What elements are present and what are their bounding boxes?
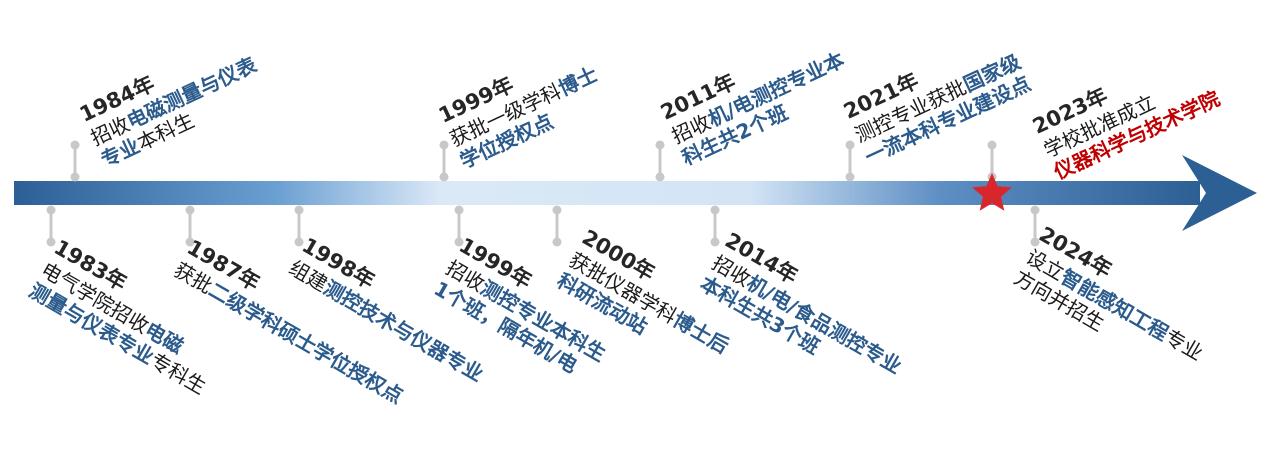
- connector-dot-e1999a-0: [439, 140, 449, 150]
- timeline-arrowhead: [1182, 155, 1257, 231]
- connector-dot-e2024-0: [1030, 205, 1040, 215]
- connector-dot-e1999b-1: [454, 237, 464, 247]
- connector-dot-e2011-1: [655, 172, 665, 182]
- connector-dot-e1998-0: [294, 205, 304, 215]
- connector-dot-e2014-0: [710, 205, 720, 215]
- connector-dot-e2021-1: [845, 172, 855, 182]
- connector-dot-e2000-0: [552, 205, 562, 215]
- connector-dot-e1999b-0: [454, 205, 464, 215]
- connector-dot-e1984-1: [70, 172, 80, 182]
- connector-dot-e2011-0: [655, 140, 665, 150]
- timeline-bar: [14, 181, 1200, 205]
- connector-dot-e1983-0: [46, 205, 56, 215]
- connector-dot-e2014-1: [710, 237, 720, 247]
- connector-dot-e2021-0: [845, 140, 855, 150]
- connector-dot-e1983-1: [46, 237, 56, 247]
- star-icon: [972, 173, 1012, 211]
- connector-dot-e2024-1: [1030, 237, 1040, 247]
- connector-dot-e1999a-1: [439, 172, 449, 182]
- connector-dot-e2000-1: [552, 237, 562, 247]
- connector-dot-e1998-1: [294, 237, 304, 247]
- connector-dot-e2023-0: [987, 140, 997, 150]
- connector-dot-e1987-0: [185, 205, 195, 215]
- connector-dot-e1984-0: [70, 140, 80, 150]
- connector-dot-e1987-1: [185, 237, 195, 247]
